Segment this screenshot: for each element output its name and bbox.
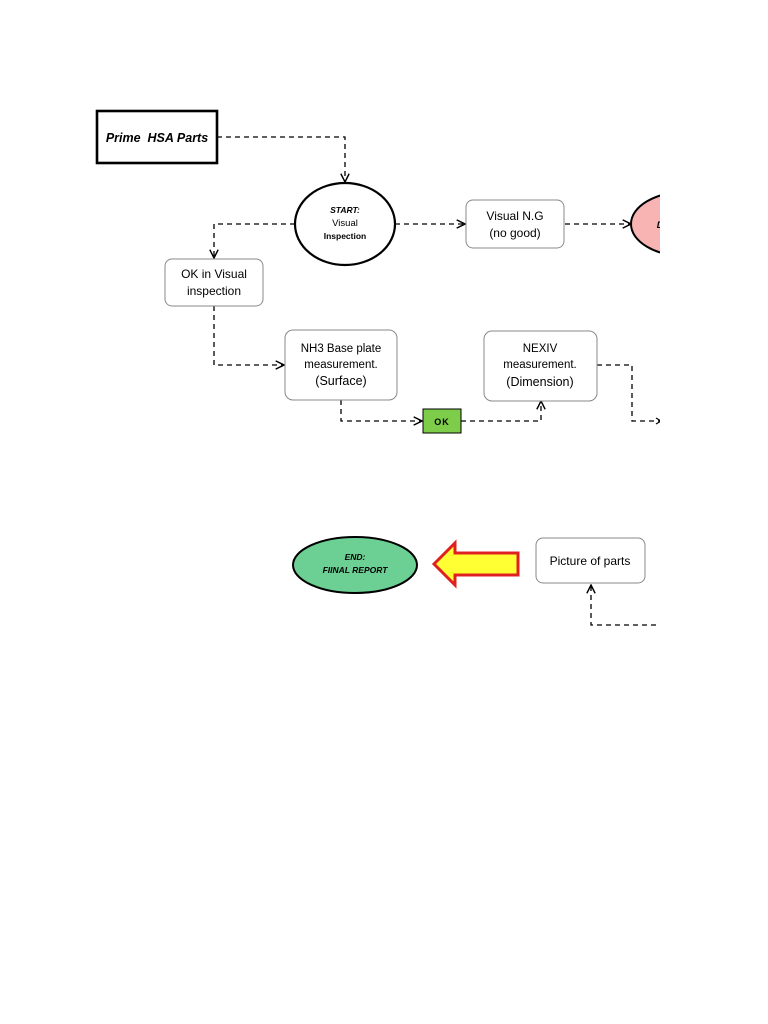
end-line1: END:: [345, 552, 366, 562]
connector-ok-visual-to-nh3: [213, 306, 284, 365]
end-line2: FIINAL REPORT: [323, 565, 389, 575]
block-arrow-left: [431, 539, 520, 589]
nexiv-line2: measurement.: [503, 359, 577, 371]
start-line2: Inspection: [324, 231, 367, 241]
connector-ok-to-nexiv: [461, 401, 541, 422]
diagram-content: Prime HSA Parts START: Visual Inspection…: [95, 109, 664, 626]
connector-nh3-to-ok: [340, 400, 422, 421]
ok-badge-label: OK: [434, 417, 450, 427]
red-node-label: D: [657, 220, 664, 230]
node-start-visual-inspection: START: Visual Inspection: [293, 181, 397, 267]
node-red-cutoff: D: [630, 194, 664, 254]
ok-visual-line2: inspection: [187, 284, 241, 298]
visual-ng-line1: Visual N.G: [486, 209, 543, 223]
node-visual-ng: Visual N.G (no good): [465, 199, 565, 249]
nh3-line1: NH3 Base plate: [301, 343, 382, 355]
node-ok-visual-inspection: OK in Visual inspection: [164, 258, 264, 307]
nh3-line2: measurement.: [304, 359, 378, 371]
node-ok-badge: OK: [422, 408, 462, 434]
nexiv-line3: (Dimension): [506, 375, 573, 389]
nexiv-line1: NEXIV: [523, 343, 558, 355]
connector-nexiv-offpage: [597, 364, 660, 422]
node-picture-of-parts: Picture of parts: [535, 537, 646, 584]
node-nh3-base-plate: NH3 Base plate measurement. (Surface): [284, 329, 398, 401]
connector-start-to-ok-visual: [214, 223, 295, 258]
visual-ng-line2: (no good): [489, 226, 540, 240]
node-nexiv: NEXIV measurement. (Dimension): [483, 330, 598, 402]
nh3-line3: (Surface): [315, 374, 366, 388]
picture-of-parts-label: Picture of parts: [550, 554, 631, 568]
ok-visual-line1: OK in Visual: [181, 267, 247, 281]
node-prime-hsa-parts: Prime HSA Parts: [95, 109, 219, 165]
offpage-arrow-fragment: [655, 417, 660, 425]
connectors: [213, 136, 660, 626]
start-line1: Visual: [332, 218, 358, 229]
start-prefix: START:: [330, 205, 360, 215]
connector-offpage-to-picture: [591, 585, 660, 626]
connector-prime-to-start: [217, 136, 345, 182]
node-end-final-report: END: FIINAL REPORT: [292, 536, 418, 594]
prime-hsa-parts-label: Prime HSA Parts: [106, 131, 208, 145]
